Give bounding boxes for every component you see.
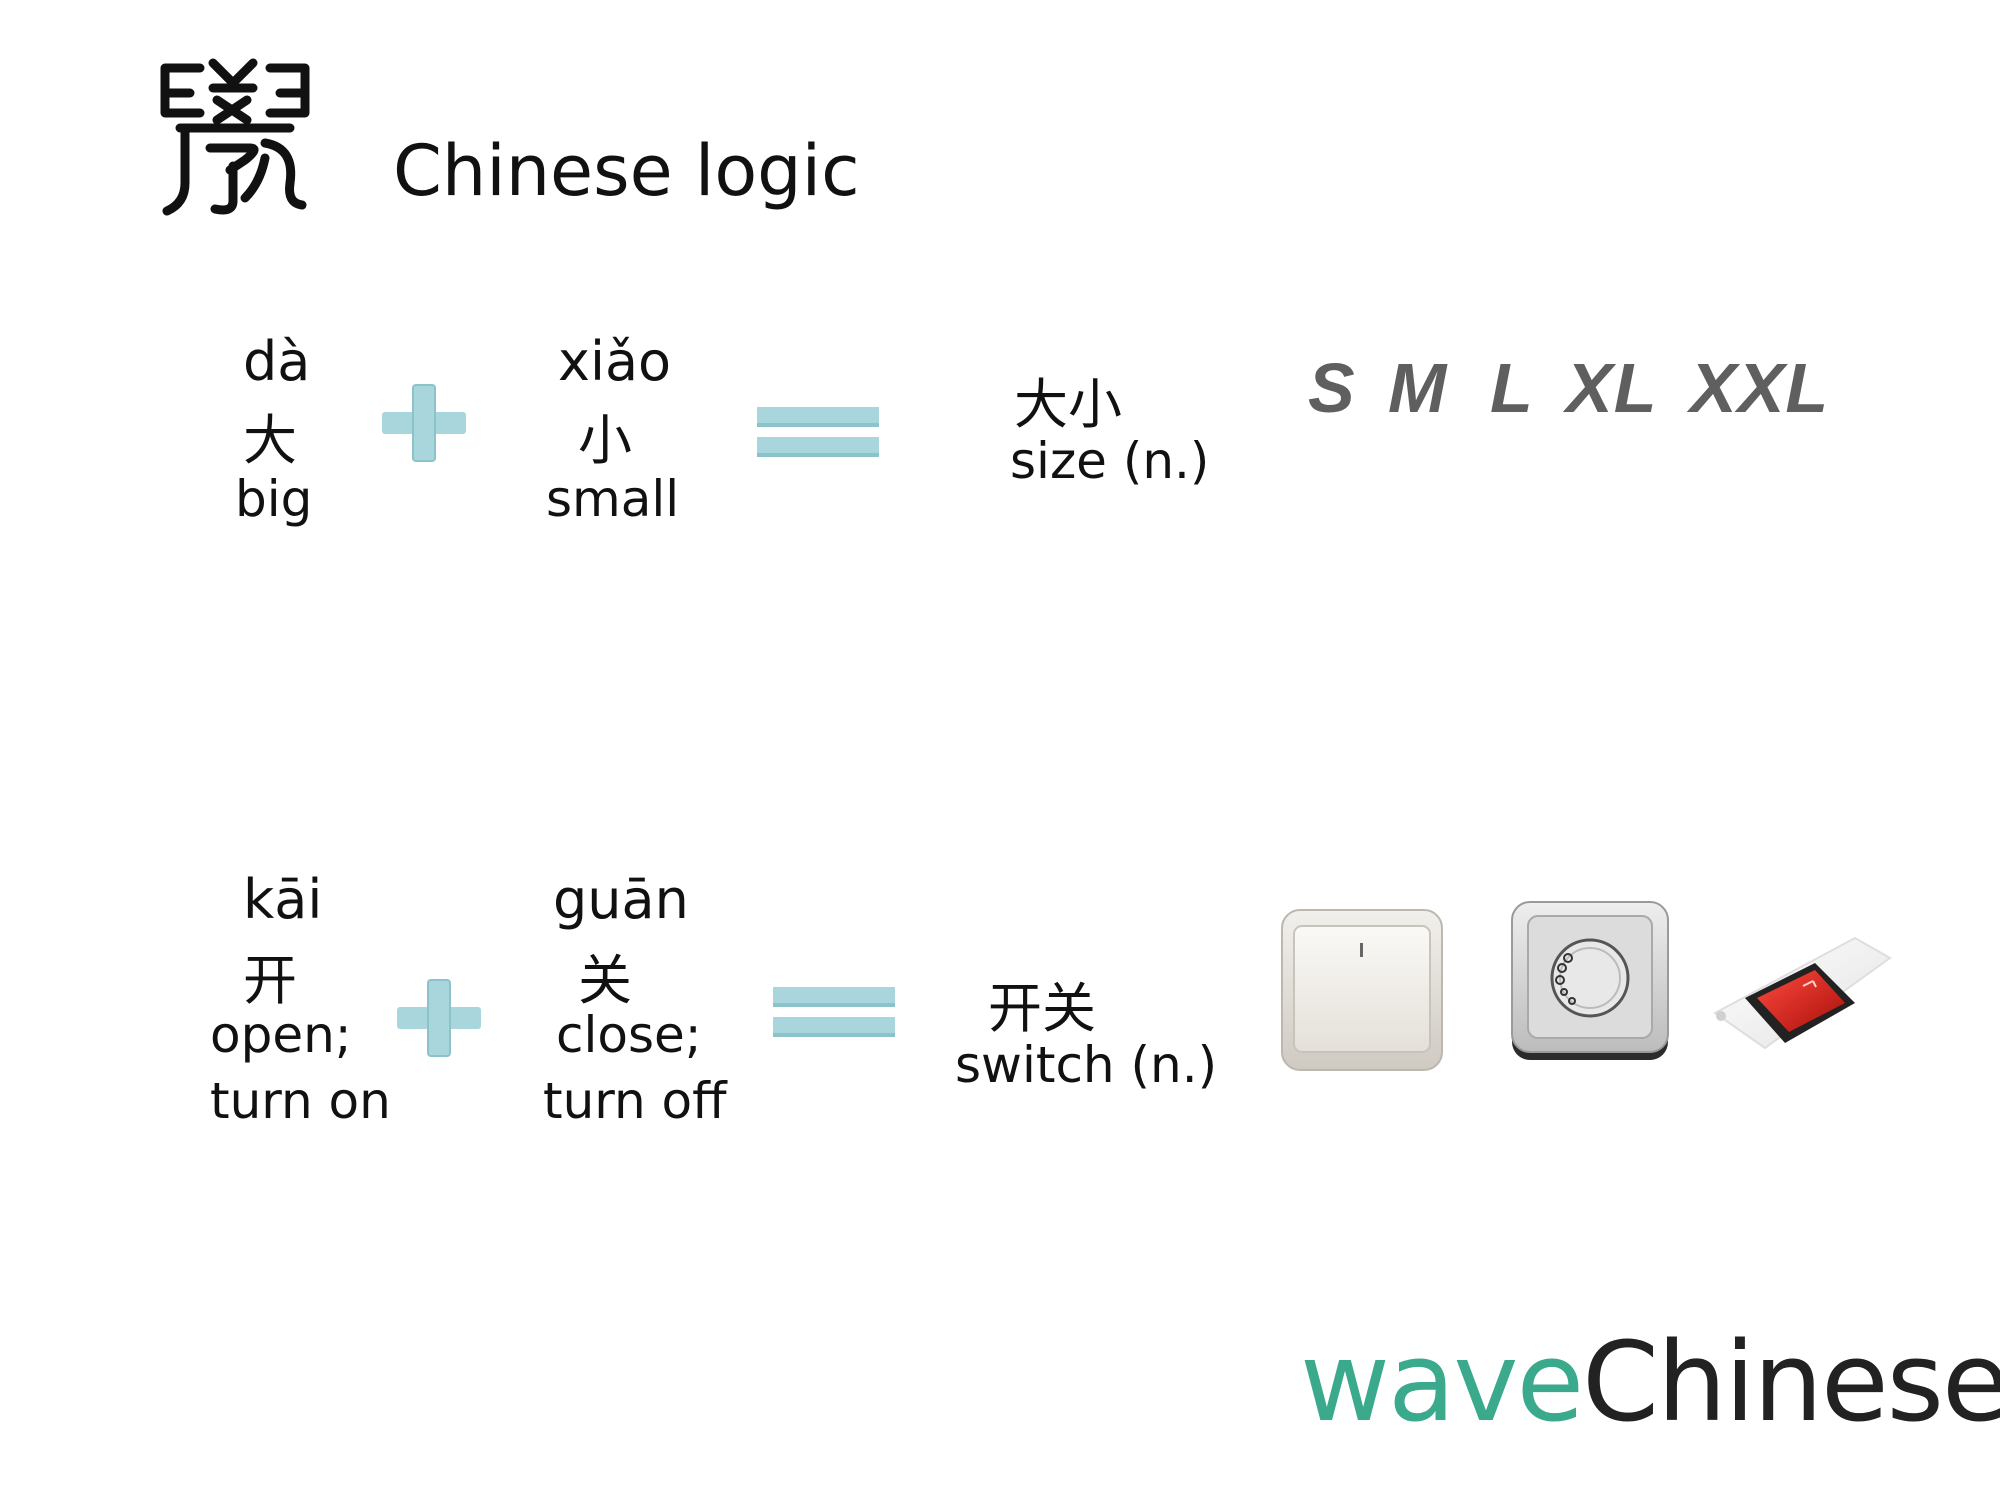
result-hanzi-kaiguan: 开关: [988, 977, 1096, 1040]
size-l: L: [1490, 349, 1534, 427]
gloss-small: small: [546, 470, 680, 528]
size-xl: XL: [1566, 349, 1658, 427]
hanzi-xiao: 小: [578, 409, 632, 472]
page-title: Chinese logic: [393, 130, 860, 212]
result-gloss-size: size (n.): [1010, 432, 1210, 490]
seal-character-icon: [160, 58, 310, 216]
pinyin-kai: kāi: [243, 868, 323, 931]
pinyin-guan: guān: [553, 868, 689, 931]
pinyin-da: dà: [243, 330, 311, 393]
gloss-open: open;: [210, 1006, 352, 1064]
light-switch-icon: [1281, 909, 1443, 1071]
gloss-turn-off: turn off: [543, 1072, 727, 1130]
dimmer-switch-icon: [1511, 901, 1669, 1060]
hanzi-da: 大: [243, 409, 297, 472]
result-hanzi-daxiao: 大小: [1014, 373, 1122, 436]
brand-chinese: Chinese: [1582, 1318, 2000, 1446]
gloss-close: close;: [556, 1006, 702, 1064]
brand-logo: waveChinese: [1300, 1318, 2000, 1446]
red-rocker-switch-icon: [1713, 936, 1892, 1050]
size-xxl: XXL: [1690, 349, 1830, 427]
brand-wave: wave: [1300, 1318, 1584, 1446]
hanzi-guan: 关: [578, 949, 632, 1012]
equals-icon: [773, 987, 895, 1037]
pinyin-xiao: xiǎo: [558, 330, 672, 393]
plus-icon: [382, 384, 466, 462]
gloss-turn-on: turn on: [210, 1072, 391, 1130]
result-gloss-switch: switch (n.): [955, 1036, 1218, 1094]
plus-icon: [397, 979, 481, 1057]
size-s: S: [1308, 349, 1356, 427]
hanzi-kai: 开: [243, 949, 297, 1012]
gloss-big: big: [235, 470, 313, 528]
equals-icon: [757, 407, 879, 457]
size-m: M: [1388, 349, 1448, 427]
